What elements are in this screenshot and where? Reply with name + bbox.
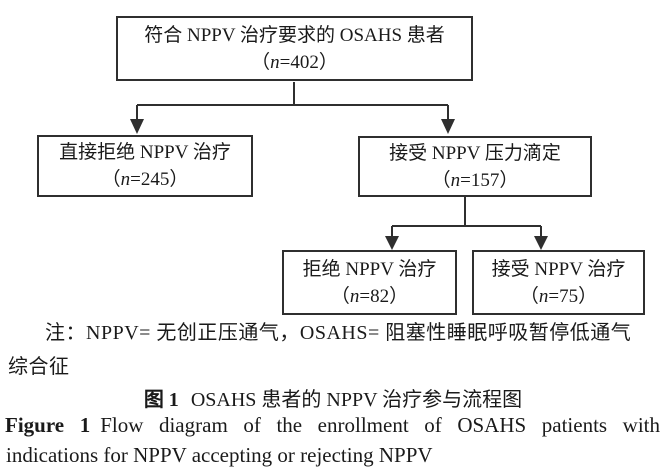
flow-node-label: 接受 NPPV 压力滴定 xyxy=(389,142,561,164)
n-variable: n xyxy=(349,285,360,307)
paren-open: （ xyxy=(101,169,121,190)
caption-chinese-number: 图 1 xyxy=(143,389,179,411)
flow-node-count: （n=157） xyxy=(432,167,519,194)
flow-node-label: 直接拒绝 NPPV 治疗 xyxy=(59,142,231,163)
count-value: =245） xyxy=(130,169,189,190)
paren-open: （ xyxy=(519,285,539,307)
caption-english-text: Flow diagram of the enrollment of OSAHS … xyxy=(100,413,661,437)
note-line-1: 注：NPPV= 无创正压通气，OSAHS= 阻塞性睡眠呼吸暂停低通气 xyxy=(45,322,632,344)
flow-node-eligible-patients: 符合 NPPV 治疗要求的 OSAHS 患者 （n=402） xyxy=(116,16,473,81)
count-value: =75） xyxy=(548,285,598,307)
flow-node-count: （n=402） xyxy=(251,49,338,76)
paren-open: （ xyxy=(431,169,451,191)
flow-node-label: 符合 NPPV 治疗要求的 OSAHS 患者 xyxy=(144,24,445,46)
caption-english-line2: indications for NPPV accepting or reject… xyxy=(6,443,433,467)
count-value: =82） xyxy=(359,285,409,307)
caption-english-number: Figure 1 xyxy=(5,413,91,437)
arrowhead-to-accept-titration xyxy=(441,119,455,134)
paren-open: （ xyxy=(330,285,350,307)
flow-node-count: （n=82） xyxy=(331,283,408,310)
flow-node-reject-nppv: 拒绝 NPPV 治疗 （n=82） xyxy=(282,250,457,315)
caption-chinese-text: OSAHS 患者的 NPPV 治疗参与流程图 xyxy=(190,389,523,411)
flow-node-count: （n=75） xyxy=(520,283,597,310)
n-variable: n xyxy=(450,169,461,191)
note-line-2: 综合征 xyxy=(8,356,70,378)
count-value: =157） xyxy=(460,169,519,191)
n-variable: n xyxy=(538,285,549,307)
caption-chinese: 图 1 OSAHS 患者的 NPPV 治疗参与流程图 xyxy=(0,383,666,412)
flow-node-label: 接受 NPPV 治疗 xyxy=(491,258,626,280)
flow-node-reject-direct: 直接拒绝 NPPV 治疗 （n=245） xyxy=(37,135,253,197)
arrowhead-to-accept-nppv xyxy=(534,236,548,250)
flow-node-label: 拒绝 NPPV 治疗 xyxy=(302,258,437,280)
flow-node-accept-nppv: 接受 NPPV 治疗 （n=75） xyxy=(472,250,645,315)
flow-node-accept-titration: 接受 NPPV 压力滴定 （n=157） xyxy=(358,136,592,197)
caption-english-line1: Figure 1 Flow diagram of the enrollment o… xyxy=(5,413,660,438)
arrowhead-to-reject-direct xyxy=(130,119,144,134)
arrowhead-to-reject-nppv xyxy=(385,236,399,250)
flow-node-count: （n=245） xyxy=(102,166,189,193)
paren-open: （ xyxy=(251,51,271,73)
count-value: =402） xyxy=(279,51,338,73)
n-variable: n xyxy=(270,51,280,73)
n-variable: n xyxy=(120,169,131,190)
